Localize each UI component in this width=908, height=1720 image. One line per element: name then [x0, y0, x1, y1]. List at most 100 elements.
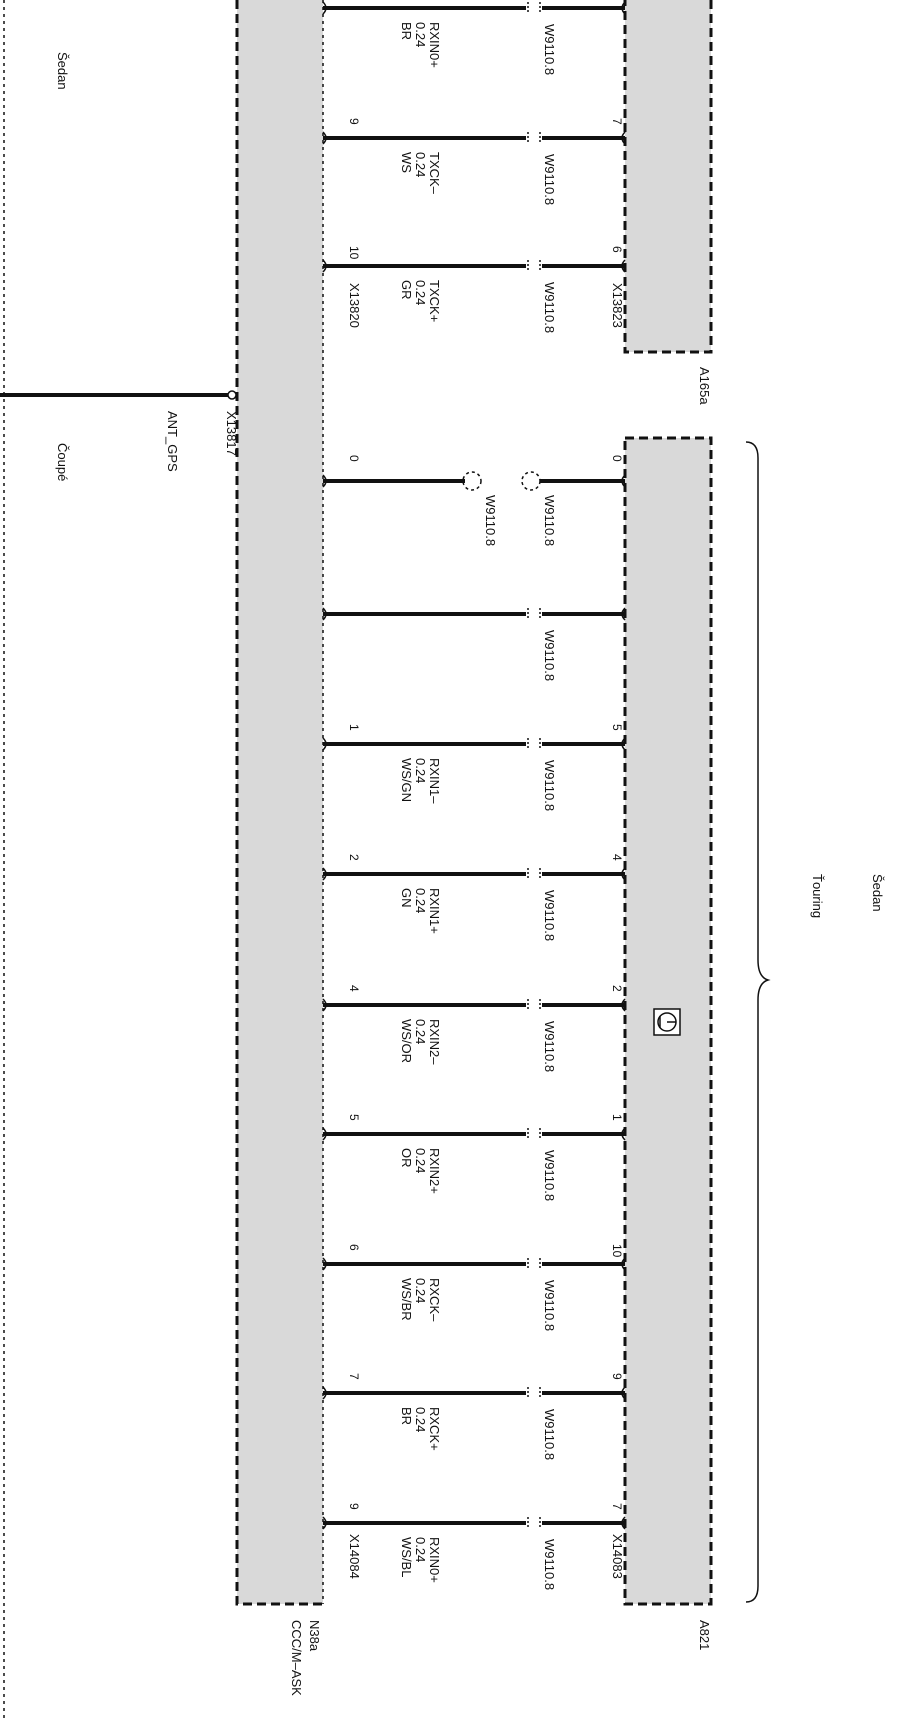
lower-right-pin-4: 1: [610, 1114, 624, 1121]
connector-x14083: X14083: [610, 1534, 625, 1579]
lower-signal-name-2: RXIN1–: [427, 758, 442, 804]
lower-signal-name-8: RXIN0+: [427, 1537, 442, 1583]
a821-label: A821: [697, 1620, 712, 1650]
connector-x13823: X13823: [610, 283, 625, 328]
upper-signal-name-1: TXCK–: [427, 152, 442, 195]
lower-wire-ref-0: W9110.8: [542, 495, 557, 546]
lower-splice-right-0: [521, 471, 541, 491]
lower-left-pin-2: 2: [347, 854, 361, 861]
lower-right-pin-5: 10: [610, 1244, 624, 1258]
lower-wire-size-4: 0.24: [413, 1019, 428, 1044]
upper-pin-tick-right-1: [621, 131, 626, 145]
upper-wire-color-1: WS: [399, 152, 414, 173]
lower-wire-size-2: 0.24: [413, 758, 428, 783]
lower-right-pin-3: 2: [610, 985, 624, 992]
lower-wire-ref-8: W9110.8: [542, 1539, 557, 1590]
ccc-module: [235, 0, 324, 1606]
upper-pin-tick-right-2: [621, 259, 626, 273]
lower-signal-name-7: RXCK+: [427, 1407, 442, 1451]
upper-right-pin-0: 7: [610, 118, 624, 125]
lower-right-pin-7: 7: [610, 1503, 624, 1510]
lower-wire-ref-6: W9110.8: [542, 1280, 557, 1331]
variant-brace: [745, 441, 771, 1603]
upper-wire-size-1: 0.24: [413, 152, 428, 177]
upper-pin-tick-left-2: [322, 259, 327, 273]
variant-touring: Ťouring: [810, 874, 825, 918]
upper-wire-color-0: BR: [399, 22, 414, 40]
lower-wire-color-5: OR: [399, 1148, 414, 1168]
lower-wire-ref-2: W9110.8: [542, 760, 557, 811]
antenna-label: ANT_GPS: [165, 411, 180, 472]
lower-wire-ref-4: W9110.8: [542, 1021, 557, 1072]
lower-wire-color-7: BR: [399, 1407, 414, 1425]
upper-wire-ref-0: W9110.8: [542, 24, 557, 75]
lower-right-pin-0: 0: [610, 455, 624, 462]
lower-pin-tick-right-3: [621, 867, 626, 881]
antenna-wire: [0, 390, 237, 400]
a165a-module: [623, 0, 713, 354]
lower-pin-tick-left-4: [322, 998, 327, 1012]
upper-wire-size-0: 0.24: [413, 22, 428, 47]
lower-signal-name-4: RXIN2–: [427, 1019, 442, 1065]
lower-pin-tick-left-3: [322, 867, 327, 881]
upper-wire-color-2: GR: [399, 280, 414, 300]
lower-wire-color-3: GN: [399, 888, 414, 908]
variant-sedan-right: Šedan: [870, 874, 885, 912]
lower-pin-tick-right-5: [621, 1127, 626, 1141]
upper-right-pin-1: 6: [610, 246, 624, 253]
lower-wire-size-7: 0.24: [413, 1407, 428, 1432]
lower-wire-size-6: 0.24: [413, 1278, 428, 1303]
lower-pin-tick-left-7: [322, 1386, 327, 1400]
lower-wire-color-9: BL: [0, 0, 16, 3]
lower-right-pin-2: 4: [610, 854, 624, 861]
ground-icon: [653, 1008, 681, 1036]
connector-x13820: X13820: [347, 283, 362, 328]
lower-splice-ref-0: W9110.8: [483, 495, 498, 546]
lower-wire-color-6: WS/BR: [399, 1278, 414, 1321]
lower-wire-size-3: 0.24: [413, 888, 428, 913]
connector-x14084: X14084: [347, 1534, 362, 1579]
upper-wire-ref-1: W9110.8: [542, 154, 557, 205]
lower-pin-tick-right-4: [621, 998, 626, 1012]
lower-signal-name-5: RXIN2+: [427, 1148, 442, 1194]
lower-left-pin-3: 4: [347, 985, 361, 992]
lower-pin-tick-left-0: [322, 474, 327, 488]
lower-wire-color-8: WS/BL: [399, 1537, 414, 1577]
upper-pin-tick-left-0: [322, 1, 327, 15]
lower-pin-tick-right-8: [621, 1516, 626, 1530]
lower-wire-ref-5: W9110.8: [542, 1150, 557, 1201]
a165a-label: A165a: [697, 367, 712, 405]
lower-left-pin-0: 0: [347, 455, 361, 462]
upper-left-pin-1: 10: [347, 246, 361, 260]
upper-signal-name-0: RXIN0+: [427, 22, 442, 68]
lower-left-pin-5: 6: [347, 1244, 361, 1251]
lower-right-pin-6: 9: [610, 1373, 624, 1380]
lower-signal-name-9: RXIN0–: [0, 0, 46, 3]
upper-wire-size-2: 0.24: [413, 280, 428, 305]
lower-wire-ref-3: W9110.8: [542, 890, 557, 941]
lower-pin-tick-right-6: [621, 1257, 626, 1271]
ccc-name-label: CCC/M–ASK: [289, 1620, 304, 1696]
lower-wire-ref-1: W9110.8: [542, 630, 557, 681]
lower-pin-tick-right-1: [621, 607, 626, 621]
lower-pin-tick-left-2: [322, 737, 327, 751]
lower-pin-tick-left-6: [322, 1257, 327, 1271]
lower-pin-tick-right-7: [621, 1386, 626, 1400]
upper-pin-tick-left-1: [322, 131, 327, 145]
lower-left-pin-1: 1: [347, 724, 361, 731]
lower-pin-tick-right-2: [621, 737, 626, 751]
lower-signal-name-3: RXIN1+: [427, 888, 442, 934]
lower-left-pin-6: 7: [347, 1373, 361, 1380]
connector-x13817: X13817: [224, 411, 239, 456]
lower-pin-tick-right-0: [621, 474, 626, 488]
ccc-id-label: N38a: [307, 1620, 322, 1652]
variant-sedan-top: Šedan: [55, 52, 70, 90]
upper-left-pin-0: 9: [347, 118, 361, 125]
lower-wire-color-2: WS/GN: [399, 758, 414, 802]
lower-pin-tick-left-5: [322, 1127, 327, 1141]
lower-pin-tick-left-1: [322, 607, 327, 621]
upper-wire-ref-2: W9110.8: [542, 282, 557, 333]
lower-wire-size-5: 0.24: [413, 1148, 428, 1173]
